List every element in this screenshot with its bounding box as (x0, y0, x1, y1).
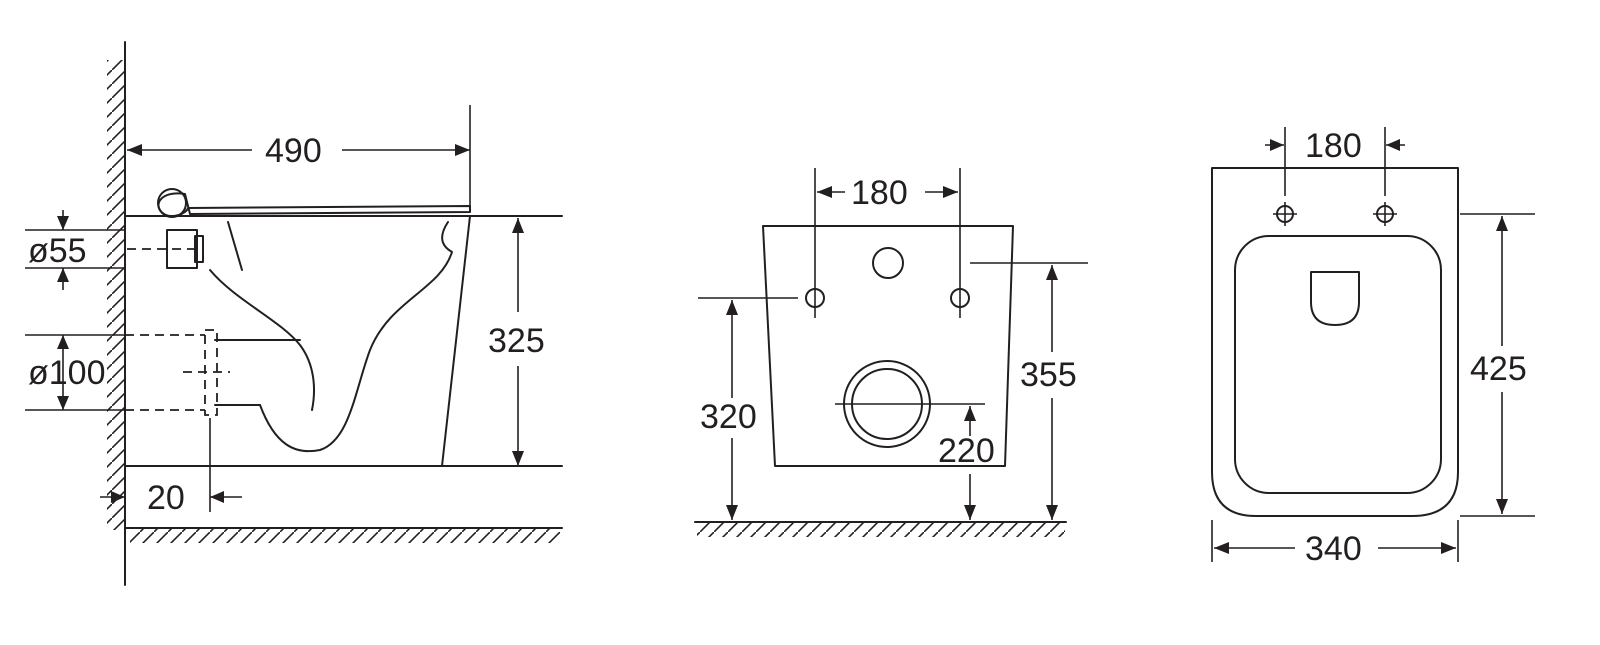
inlet-hole (872, 247, 904, 279)
width-label: 340 (1305, 530, 1362, 568)
wall-hatch (107, 60, 125, 530)
height-label: 325 (488, 322, 545, 360)
floor-hatch (130, 529, 560, 543)
bolt-mark-right (1373, 202, 1397, 226)
bolt-mark-left (1273, 202, 1297, 226)
seat-lid (157, 192, 471, 218)
cistern-opening (1310, 271, 1360, 326)
wall-offset-label: 20 (147, 479, 185, 517)
bolt-height-label: 320 (700, 398, 757, 436)
front-bolt-spacing-label: 180 (851, 174, 908, 212)
inlet-block (166, 229, 198, 269)
side-view: ø55 ø100 490 325 20 (25, 41, 563, 586)
top-bolt-spacing-label: 180 (1305, 127, 1362, 165)
bowl-inner (209, 221, 453, 453)
bowl-profile (124, 215, 563, 467)
outlet-diameter-label: ø100 (28, 354, 106, 392)
front-outline (762, 225, 1014, 467)
seat-outline (1234, 235, 1442, 494)
front-floor-hatch (697, 523, 1065, 537)
length-label: 425 (1470, 350, 1527, 388)
overall-length-label: 490 (265, 132, 322, 170)
inlet-diameter-label: ø55 (28, 232, 87, 270)
outlet-spigot (214, 339, 301, 406)
top-outline (1211, 167, 1459, 517)
outlet-height-label: 220 (938, 432, 995, 470)
top-height-label: 355 (1020, 356, 1077, 394)
seat-hinge (157, 188, 187, 218)
front-view: 180 320 220 355 (694, 168, 1088, 537)
top-view: 180 425 340 (1211, 127, 1535, 568)
